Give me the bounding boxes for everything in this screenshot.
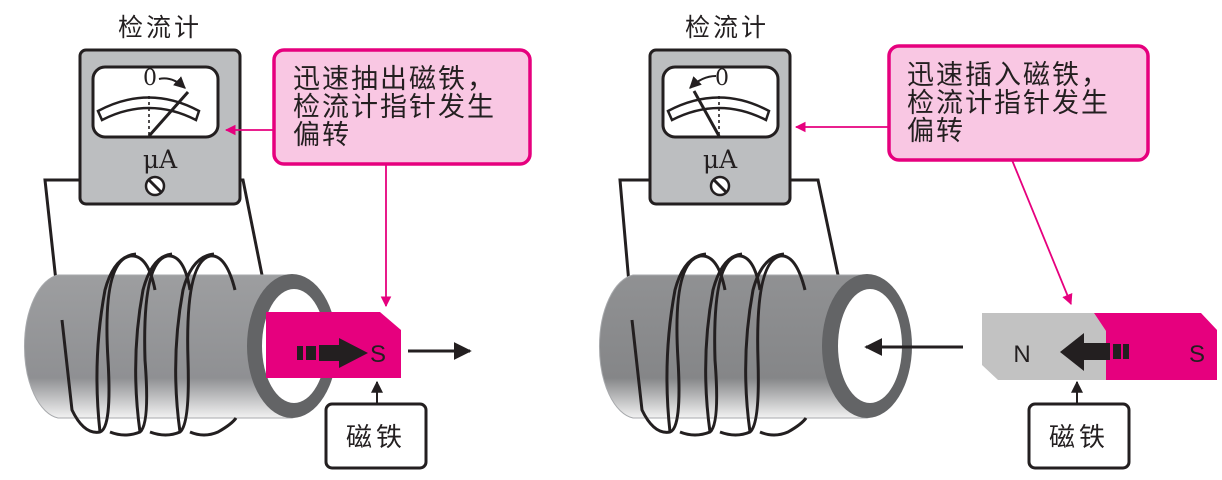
deflection-arrow-icon: [689, 75, 717, 89]
galvanometer-scale-arc: [666, 96, 771, 122]
coil-windings: [60, 252, 238, 437]
pole-n: N: [1013, 341, 1030, 368]
callout-line-2: 检流计指针发生: [907, 88, 1110, 119]
unit-label: μA: [703, 145, 738, 174]
coil-windings: [630, 252, 808, 437]
magnet-label-box: 磁铁: [324, 380, 428, 470]
magnet-label: 磁铁: [346, 423, 406, 453]
panel-extract: 检流计 0 μA 迅速抽出磁铁， 检流计指针发生 偏转: [23, 13, 532, 470]
deflection-arrow-icon: [158, 76, 186, 89]
adjust-screw-icon: [144, 175, 166, 197]
magnet: N S: [982, 313, 1217, 380]
callout-extract: 迅速抽出磁铁， 检流计指针发生 偏转: [224, 48, 532, 308]
galvanometer-title: 检流计: [685, 13, 769, 42]
galvanometer-scale-arc: [96, 96, 201, 122]
magnet-south-half: [1094, 313, 1217, 380]
unit-label: μA: [143, 145, 178, 174]
galvanometer: 0 μA: [648, 48, 792, 206]
adjust-screw-icon: [709, 175, 731, 197]
galvanometer-title: 检流计: [118, 13, 202, 42]
callout-line-1: 迅速抽出磁铁，: [293, 64, 496, 95]
magnetization-arrow-icon: [1060, 333, 1129, 371]
zero-label: 0: [715, 66, 729, 91]
zero-label: 0: [143, 66, 157, 91]
callout-line-1: 迅速插入磁铁，: [907, 60, 1110, 91]
galvanometer-needle: [692, 90, 721, 137]
pole-s: S: [370, 341, 386, 368]
pole-s: S: [1189, 341, 1205, 368]
magnet: S: [266, 312, 401, 378]
galvanometer: 0 μA: [78, 48, 242, 206]
callout-line-2: 检流计指针发生: [293, 92, 496, 123]
callout-line-3: 偏转: [907, 116, 965, 147]
coil: [598, 274, 912, 419]
callout-pointer-magnet: [1011, 159, 1073, 305]
panel-insert: 检流计 0 μA 迅速插入磁铁， 检流计指针发生 偏转: [598, 13, 1217, 470]
galvanometer-needle: [147, 91, 190, 137]
magnet-label: 磁铁: [1049, 423, 1109, 453]
magnet-label-box: 磁铁: [1027, 380, 1131, 470]
callout-insert: 迅速插入磁铁， 检流计指针发生 偏转: [794, 44, 1150, 305]
callout-line-3: 偏转: [293, 120, 351, 151]
magnetization-arrow-icon: [297, 338, 368, 368]
